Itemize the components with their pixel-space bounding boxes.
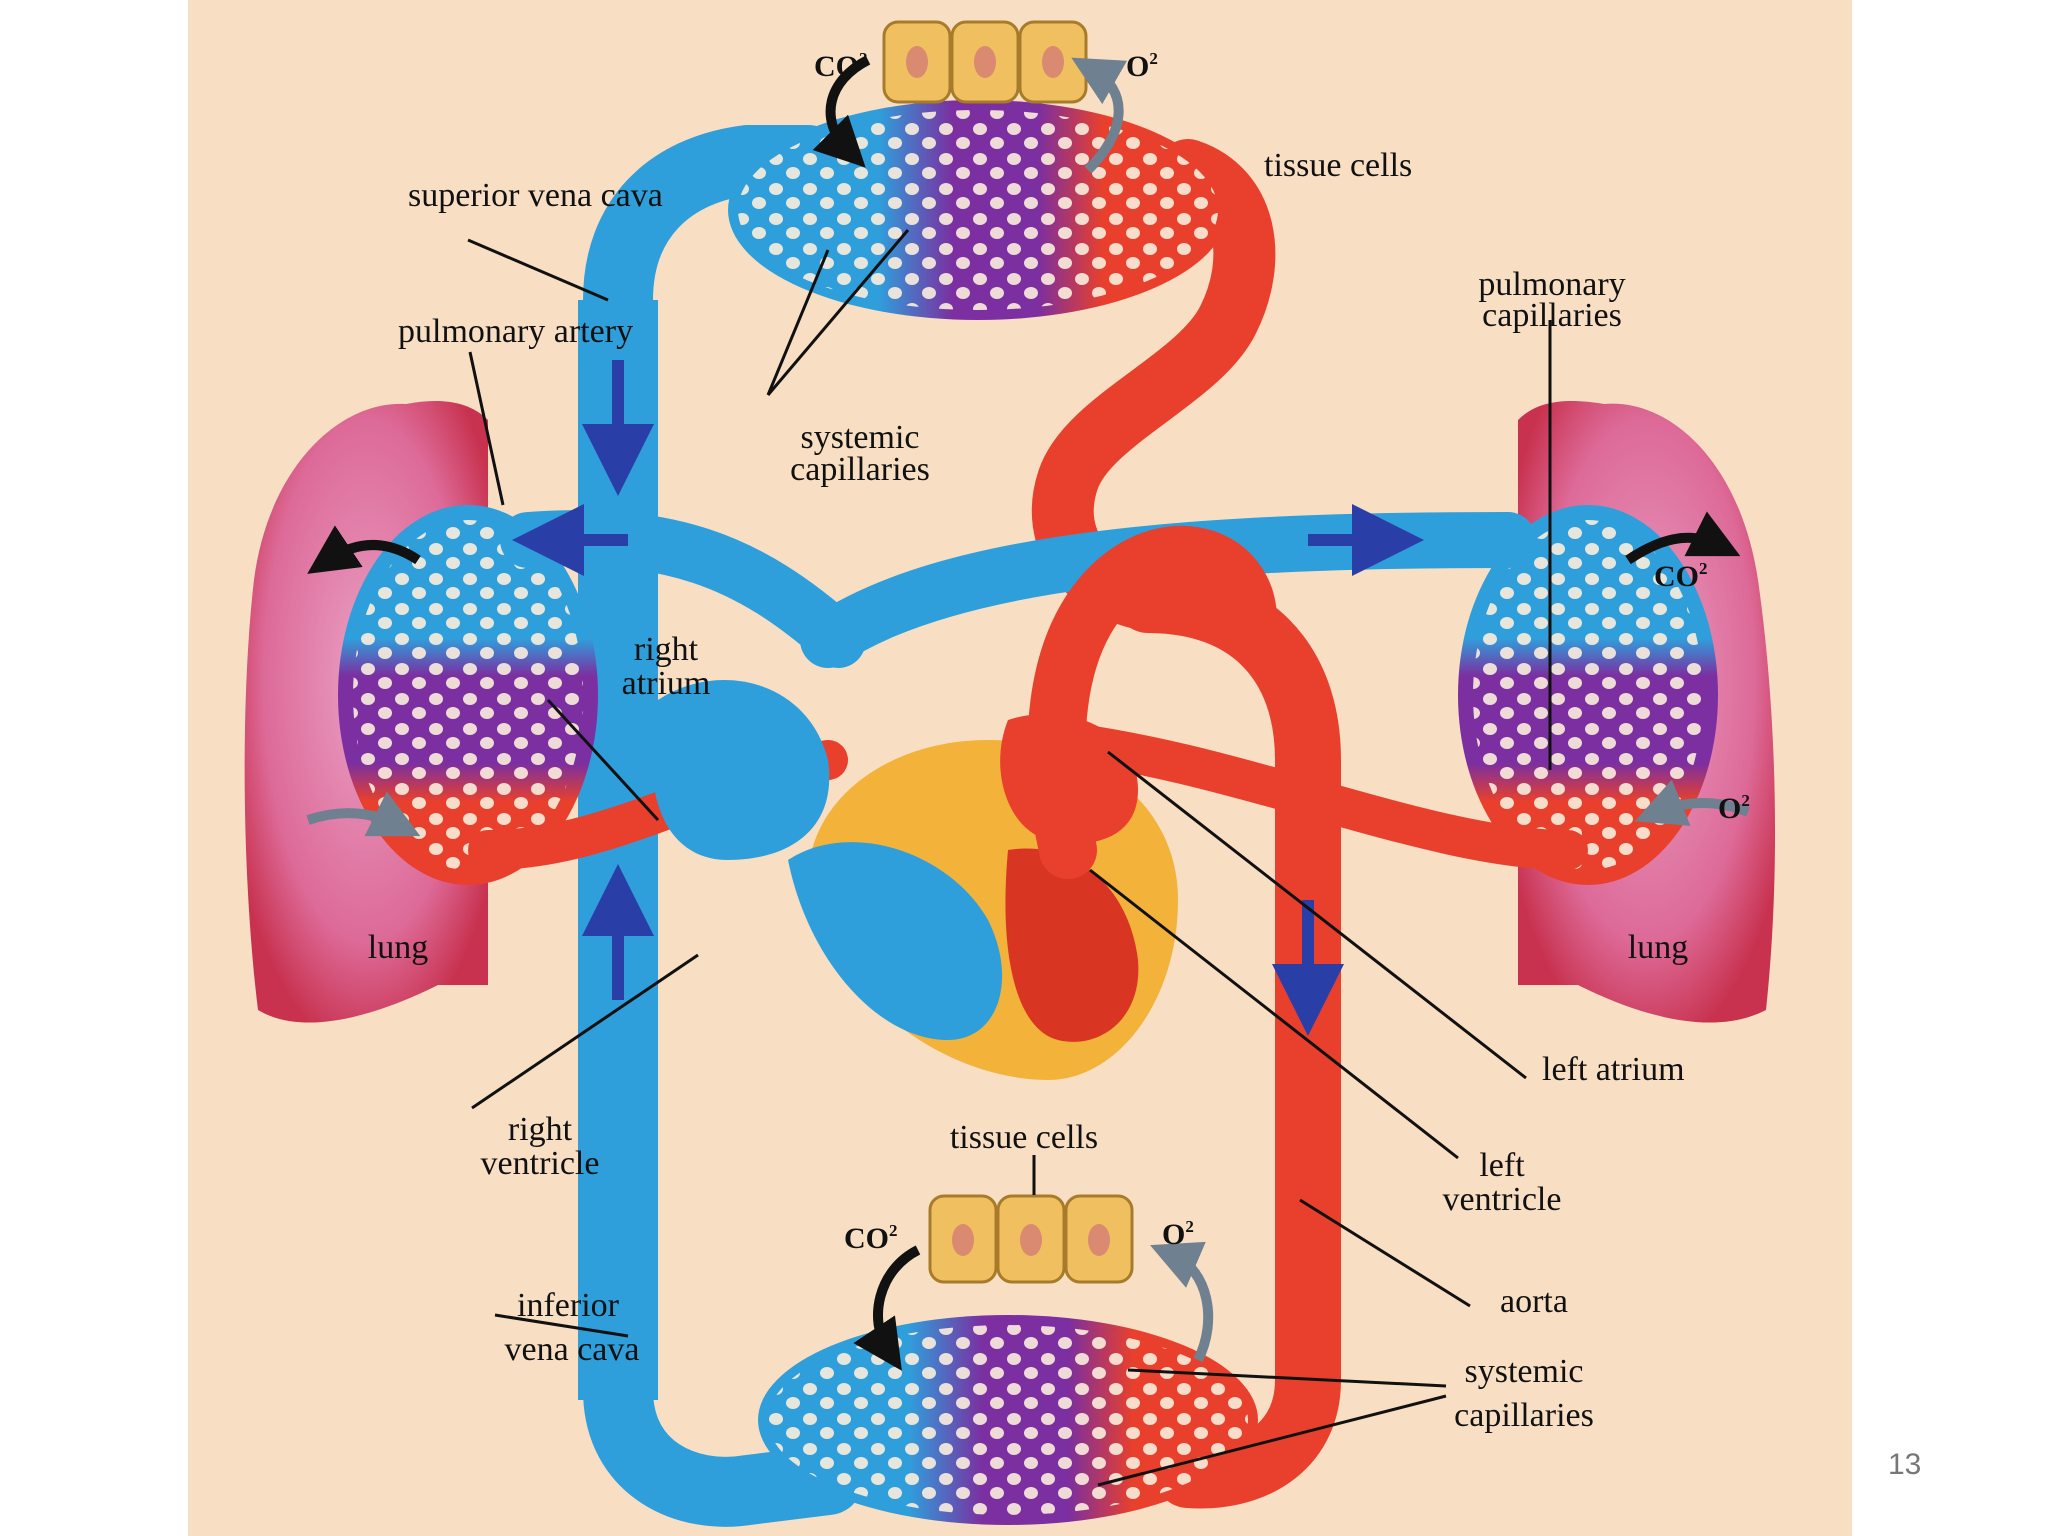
label-superior-vena-cava: superior vena cava <box>408 177 663 214</box>
o2-uptake-arrow <box>306 791 421 837</box>
label-pulmonary-artery: pulmonary artery <box>398 313 633 350</box>
gas-co2-top: CO2 <box>814 49 868 83</box>
aortic-arch <box>1027 525 1277 879</box>
label-systemic-capillaries-top-2: capillaries <box>790 451 930 488</box>
label-right-atrium-1: right <box>634 631 699 668</box>
label-pulmonary-capillaries-2: capillaries <box>1482 297 1622 334</box>
label-systemic-capillaries-top-1: systemic <box>801 419 920 456</box>
gas-o2-top: O2 <box>1126 49 1158 83</box>
label-tissue-cells-top: tissue cells <box>1264 147 1412 184</box>
pulmonary-vein-right <box>1028 720 1588 870</box>
circulation-diagram: superior vena cava pulmonary artery syst… <box>244 20 1776 1527</box>
label-right-atrium-2: atrium <box>622 665 711 702</box>
diagram-panel: superior vena cava pulmonary artery syst… <box>188 0 1852 1536</box>
label-right-ventricle-1: right <box>508 1111 573 1148</box>
gas-co2-right-lung: CO2 <box>1654 559 1708 593</box>
label-left-atrium: left atrium <box>1542 1051 1685 1088</box>
o2-uptake-arrow <box>1634 779 1750 826</box>
label-systemic-capillaries-bottom-1: systemic <box>1465 1353 1584 1390</box>
label-inferior-vena-cava-1: inferior <box>517 1287 620 1324</box>
gas-o2-right-lung: O2 <box>1718 791 1750 825</box>
label-left-ventricle-2: ventricle <box>1443 1181 1562 1218</box>
label-systemic-capillaries-bottom-2: capillaries <box>1454 1397 1594 1434</box>
co2-release-arrow <box>853 1245 921 1371</box>
gas-o2-bottom: O2 <box>1162 1217 1194 1251</box>
label-aorta: aorta <box>1500 1283 1568 1320</box>
superior-vena-cava <box>583 125 843 335</box>
co2-release-arrow <box>812 55 871 168</box>
tissue-cells-top <box>882 20 1088 104</box>
co2-release-arrow <box>307 525 421 574</box>
label-inferior-vena-cava-2: vena cava <box>505 1331 640 1368</box>
label-tissue-cells-bottom: tissue cells <box>950 1119 1098 1156</box>
label-right-ventricle-2: ventricle <box>481 1145 600 1182</box>
co2-release-arrow <box>1625 511 1741 565</box>
right-ventricle <box>788 842 1003 1040</box>
leader-lines <box>467 229 1552 1487</box>
gas-co2-bottom: CO2 <box>844 1221 898 1255</box>
blood-flow-arrow <box>512 360 1424 1036</box>
label-lung-right: lung <box>1628 929 1688 966</box>
left-ventricle <box>1005 848 1139 1042</box>
right-atrium <box>651 680 830 860</box>
tissue-cells-bottom <box>928 1194 1134 1284</box>
o2-uptake-arrow <box>1150 1241 1214 1363</box>
inferior-vena-cava <box>583 1355 863 1527</box>
label-left-ventricle-1: left <box>1479 1147 1525 1184</box>
page-number: 13 <box>1888 1448 1922 1481</box>
o2-uptake-arrow <box>1071 57 1128 174</box>
label-lung-left: lung <box>368 929 428 966</box>
label-pulmonary-capillaries-1: pulmonary <box>1478 266 1625 303</box>
